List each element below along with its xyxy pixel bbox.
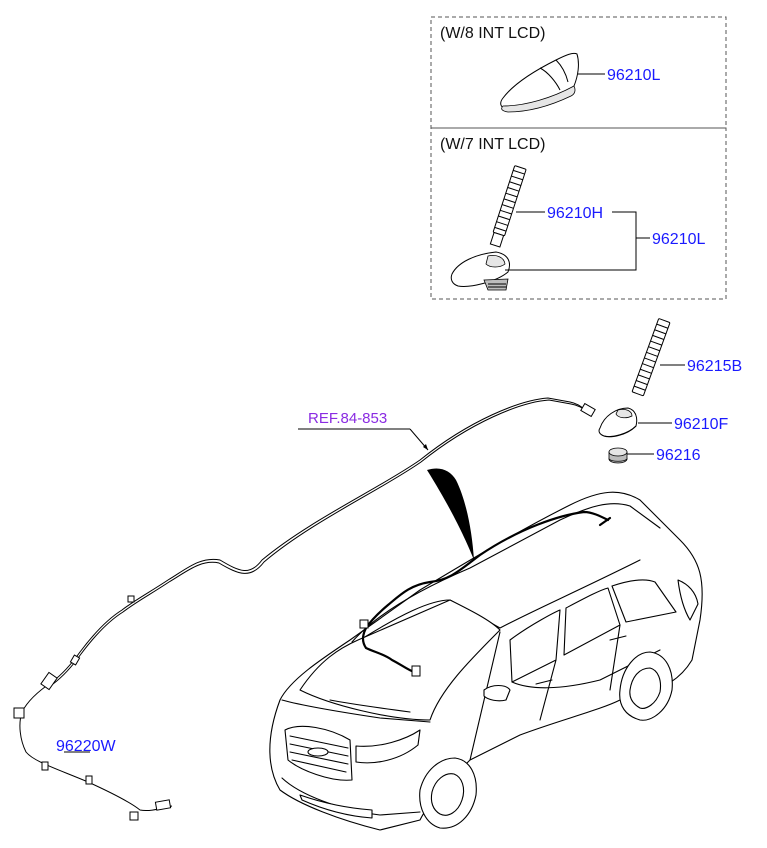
reference-pointer-wedge <box>427 468 474 560</box>
box-bottom-header: (W/7 INT LCD) <box>440 136 545 153</box>
shark-fin-antenna-drawing <box>500 52 579 113</box>
antenna-cable-96220W-drawing <box>13 397 596 821</box>
part-label-96216: 96216 <box>656 447 701 464</box>
part-label-96215B: 96215B <box>687 358 742 375</box>
part-label-96210L-top: 96210L <box>607 67 660 84</box>
part-label-96210L-bottom: 96210L <box>652 231 705 248</box>
part-label-96210H: 96210H <box>547 205 603 222</box>
box-top-header: (W/8 INT LCD) <box>440 25 545 42</box>
reference-arrow-icon <box>423 444 428 450</box>
part-label-96220W: 96220W <box>56 738 116 755</box>
bracket-96210H <box>505 211 637 271</box>
part-label-96210F: 96210F <box>674 416 728 433</box>
reference-label: REF.84-853 <box>308 410 387 427</box>
antenna-base-96210F-drawing <box>598 407 638 438</box>
rod-antenna-drawing <box>450 165 527 291</box>
gasket-96216-drawing <box>608 447 628 464</box>
vehicle-drawing <box>269 468 703 831</box>
antenna-rod-96215B-drawing <box>631 318 671 397</box>
variant-box-w7 <box>430 127 727 300</box>
